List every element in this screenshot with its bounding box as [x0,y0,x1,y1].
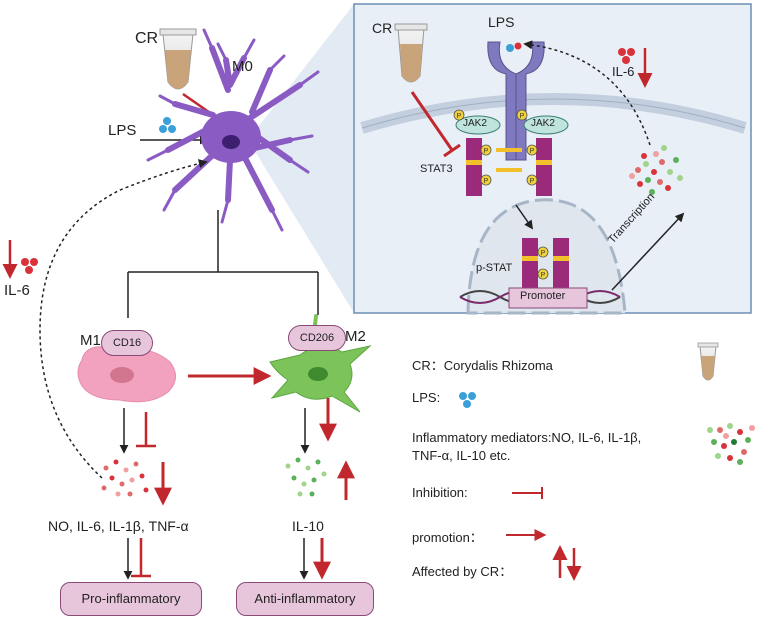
m1-label: M1 [80,332,101,349]
stat3-label: STAT3 [420,163,453,175]
phospho-label: P [484,178,489,185]
phospho-label: P [457,113,462,120]
il6-feedback-arrow [39,159,208,479]
phospho-label: P [541,250,546,257]
il6-label: IL-6 [4,282,30,299]
pro-mediators-label: NO, IL-6, IL-1β, TNF-α [48,518,189,534]
inset-il6-dots [618,48,635,64]
legend-lps-icon [459,392,476,408]
m0-label: M0 [232,58,253,75]
inset-feedback-arrow [523,40,651,146]
anti-inflammatory-box: Anti-inflammatory [236,582,374,616]
jak2-right-icon [523,115,569,135]
tlr4-receptor [487,41,545,161]
pstat-dimer [522,238,569,290]
phospho-label: P [484,148,489,155]
legend-mediators-line2: TNF-α, IL-10 etc. [412,448,511,463]
legend-mediators-line1: Inflammatory mediators:NO, IL-6, IL-1β, [412,430,642,445]
legend-cr-tube-icon [697,342,719,381]
inset-cr-tube-icon [394,23,428,83]
legend-inhibition: Inhibition: [412,485,468,500]
legend-mediator-cloud [707,423,755,465]
lps-dots [159,117,176,133]
pro-inflammatory-box: Pro-inflammatory [60,582,202,616]
translocation-arrow [515,204,534,230]
m0-microglia [146,28,320,232]
promoter-label: Promoter [520,290,566,302]
cd16-marker: CD16 [101,330,153,356]
inset-cr-inhibition [410,91,454,151]
phospho-label: P [530,148,535,155]
pro-mediator-dots [101,459,149,497]
inset-il6-label: IL-6 [612,64,635,79]
phospho-label: P [530,178,535,185]
cr-tube-icon [159,28,197,90]
phospho-label: P [520,113,525,120]
inset-mediator-cloud [629,145,683,195]
inset-cr-label: CR [372,20,393,36]
legend-cr-key: CR：Corydalis Rhizoma [412,358,553,373]
nucleus [466,198,627,315]
legend-promotion: promotion： [412,530,483,545]
cd206-marker: CD206 [288,325,346,351]
cr-label: CR [135,30,159,47]
jak2-right-label: JAK2 [531,118,555,129]
promoter-box [508,287,588,309]
legend-affected: Affected by CR： [412,564,513,579]
zoom-wedge [248,4,354,313]
legend-cr-value: Corydalis Rhizoma [443,358,553,373]
anti-mediator-dots [285,457,327,497]
inset-lps-dot [506,44,514,52]
inset-lps-label: LPS [488,14,515,30]
lps-label: LPS [108,122,137,139]
jak2-left-label: JAK2 [463,118,487,129]
phospho-label: P [541,272,546,279]
m2-label: M2 [345,328,366,345]
il6-dots [21,258,38,274]
m1-cell [77,346,176,403]
stat3-dimer [466,138,552,196]
il10-label: IL-10 [292,518,324,534]
transcription-arrow [611,212,685,291]
pstat-label: p-STAT [476,262,513,274]
legend-lps: LPS: [412,390,441,405]
jak2-left-icon [455,115,501,135]
